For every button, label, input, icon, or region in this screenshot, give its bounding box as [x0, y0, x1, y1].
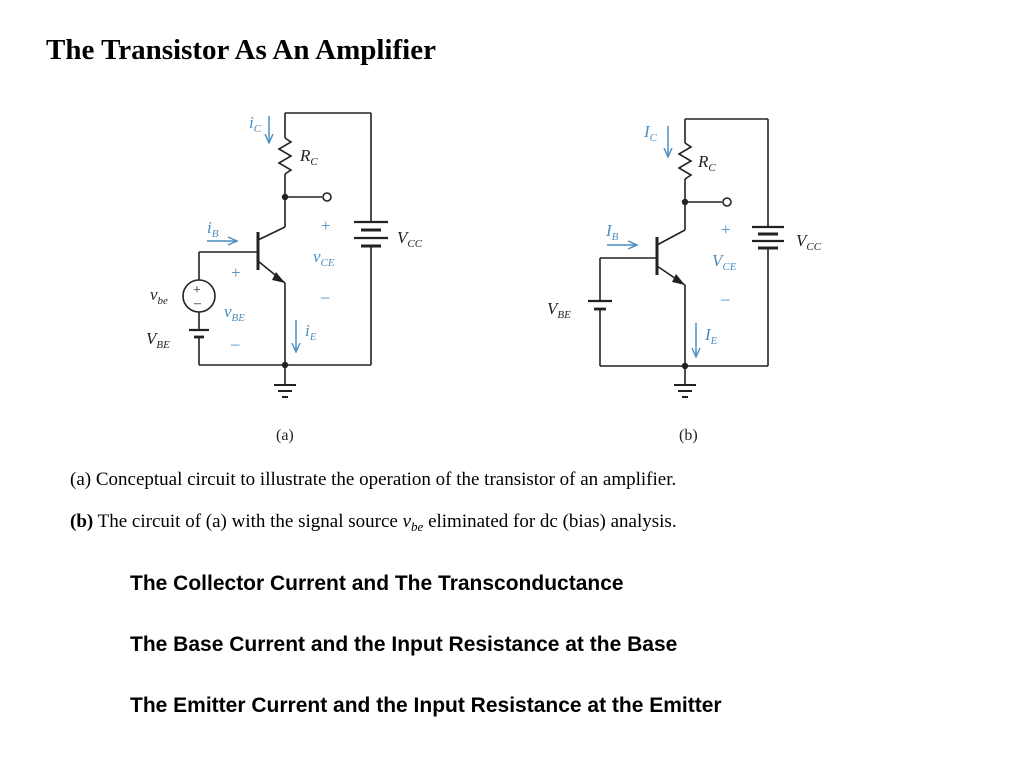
- circuit-b-label: (b): [679, 427, 698, 444]
- label-ic-a: iC: [249, 113, 262, 135]
- circuit-a: [182, 112, 388, 398]
- heading-base-current: The Base Current and the Input Resistanc…: [130, 633, 678, 656]
- label-vce-plus-b: +: [721, 220, 731, 239]
- caption-b-var: v: [402, 511, 412, 532]
- label-vce-a: vCE: [313, 247, 335, 269]
- label-vbe-plus-a: +: [231, 263, 241, 282]
- heading-emitter-current: The Emitter Current and the Input Resist…: [130, 694, 722, 717]
- slide-title: The Transistor As An Amplifier: [46, 34, 436, 66]
- label-vce-plus-a: +: [321, 216, 331, 235]
- label-vce-b: VCE: [712, 251, 737, 273]
- emitter-arrow-a: [272, 272, 285, 283]
- heading-collector-current: The Collector Current and The Transcondu…: [130, 572, 624, 595]
- circuit-b: [588, 118, 784, 398]
- label-vbe-minus-a: –: [230, 334, 240, 353]
- label-vcc-a: VCC: [397, 228, 423, 250]
- label-ib-a: iB: [207, 218, 219, 240]
- label-rc-a: RC: [299, 146, 318, 168]
- label-ib-b: IB: [605, 221, 619, 243]
- label-vbe-dc-a: VBE: [146, 329, 170, 351]
- caption-a: (a) Conceptual circuit to illustrate the…: [70, 469, 677, 490]
- label-ie-b: IE: [704, 325, 718, 347]
- caption-b-text1: The circuit of (a) with the signal sourc…: [93, 511, 403, 532]
- circuit-a-label: (a): [276, 427, 294, 444]
- label-vcc-b: VCC: [796, 231, 822, 253]
- label-ie-a: iE: [305, 321, 317, 343]
- label-vbe-b: VBE: [547, 299, 571, 321]
- emitter-arrow-b: [672, 274, 685, 285]
- source-minus-a: –: [193, 296, 202, 311]
- label-ic-b: IC: [643, 122, 658, 144]
- label-vce-minus-a: –: [320, 287, 330, 306]
- label-rc-b: RC: [697, 152, 716, 174]
- label-vbe-signal-a: vbe: [150, 285, 168, 307]
- resistor-rc-a: [277, 137, 293, 175]
- label-vce-minus-b: –: [720, 289, 730, 308]
- source-plus-a: +: [193, 283, 201, 298]
- caption-b-var-sub: be: [411, 519, 424, 534]
- resistor-rc-b: [677, 142, 693, 180]
- label-vbe-total-a: vBE: [224, 302, 245, 324]
- circuit-diagrams: iC RC iB + vCE – VCC + vbe + – vBE VBE –…: [146, 112, 822, 444]
- caption-b: (b) The circuit of (a) with the signal s…: [70, 511, 677, 535]
- caption-b-prefix: (b): [70, 511, 94, 532]
- caption-b-text2: eliminated for dc (bias) analysis.: [423, 511, 677, 532]
